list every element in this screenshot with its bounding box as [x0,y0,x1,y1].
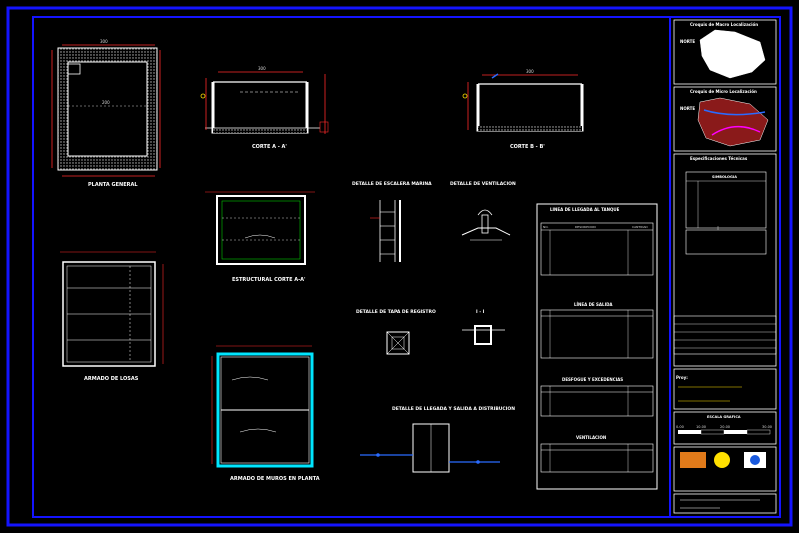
outer-frame [6,6,793,527]
structural-section-view: ESTRUCTURAL CORTE A-A' [205,191,315,283]
ladder-detail: DETALLE DE ESCALERA MARINA [352,181,432,262]
legend-title: SIMBOLOGIA [712,175,737,179]
outlet-table-title: LÍNEA DE SALIDA [574,302,613,307]
north-label-2: NORTE [680,106,695,111]
section-mark: I - I [476,309,485,315]
inlet-col-no: NO. [543,225,548,229]
overflow-table-title: DESFOGUE Y EXCEDENCIAS [562,377,623,382]
wall-reinforcement-view: ARMADO DE MUROS EN PLANTA [211,345,320,482]
section-bb-title: CORTE B - B' [510,144,545,150]
structural-title: ESTRUCTURAL CORTE A-A' [232,277,306,283]
scale-mark-1: 10.00 [696,425,706,429]
ladder-title: DETALLE DE ESCALERA MARINA [352,181,432,187]
lid-detail: DETALLE DE TAPA DE REGISTRO I - I [356,309,505,355]
location2-title: Croquis de Micro Localización [690,89,757,94]
pipe-tables: LINEA DE LLEGADA AL TANQUE NO. DESCRIPCI… [536,203,658,490]
inlet-title: DETALLE DE LLEGADA Y SALIDA A DISTRIBUCI… [392,406,515,412]
plan-dim-center: 200 [102,100,110,105]
inlet-outlet-detail: DETALLE DE LLEGADA Y SALIDA A DISTRIBUCI… [360,406,515,473]
project-label: Proy: [676,375,688,380]
section-aa-dim: 300 [258,66,266,71]
scale-mark-3: 30.00 [762,425,772,429]
inlet-col-desc: DESCRIPCION [575,225,596,229]
north-label-1: NORTE [680,39,695,44]
lid-title: DETALLE DE TAPA DE REGISTRO [356,309,436,315]
vent-detail: DETALLE DE VENTILACION [450,181,516,241]
plan-dim-top: 300 [100,39,108,44]
plan-view: 300 200 PLANTA GENERAL [51,39,161,188]
slab-reinforcement-view: ARMADO DE LOSAS [60,251,164,382]
vent-table-title: VENTILACION [576,435,606,440]
inlet-col-qty: CANTIDAD [632,225,648,229]
logo-2 [714,452,730,468]
section-bb-dim: 300 [526,69,534,74]
inner-frame [32,16,781,518]
title-block: Croquis de Macro Localización NORTE Croq… [669,17,777,517]
walls-title: ARMADO DE MUROS EN PLANTA [230,476,320,482]
plan-title: PLANTA GENERAL [88,182,138,188]
vent-title: DETALLE DE VENTILACION [450,181,516,187]
slab-title: ARMADO DE LOSAS [84,376,139,382]
inlet-table-title: LINEA DE LLEGADA AL TANQUE [550,207,620,212]
scale-label: ESCALA GRAFICA [707,415,741,419]
scale-mark-2: 20.00 [720,425,730,429]
section-bb-view: 300 CORTE B - B' [462,69,584,150]
logo-1 [680,452,706,468]
scale-mark-0: 0.00 [676,425,684,429]
section-aa-view: 300 CORTE A - A' [200,66,329,150]
specs-title: Especificaciones Técnicas [690,156,748,161]
section-aa-title: CORTE A - A' [252,144,287,150]
location-title: Croquis de Macro Localización [690,22,758,27]
